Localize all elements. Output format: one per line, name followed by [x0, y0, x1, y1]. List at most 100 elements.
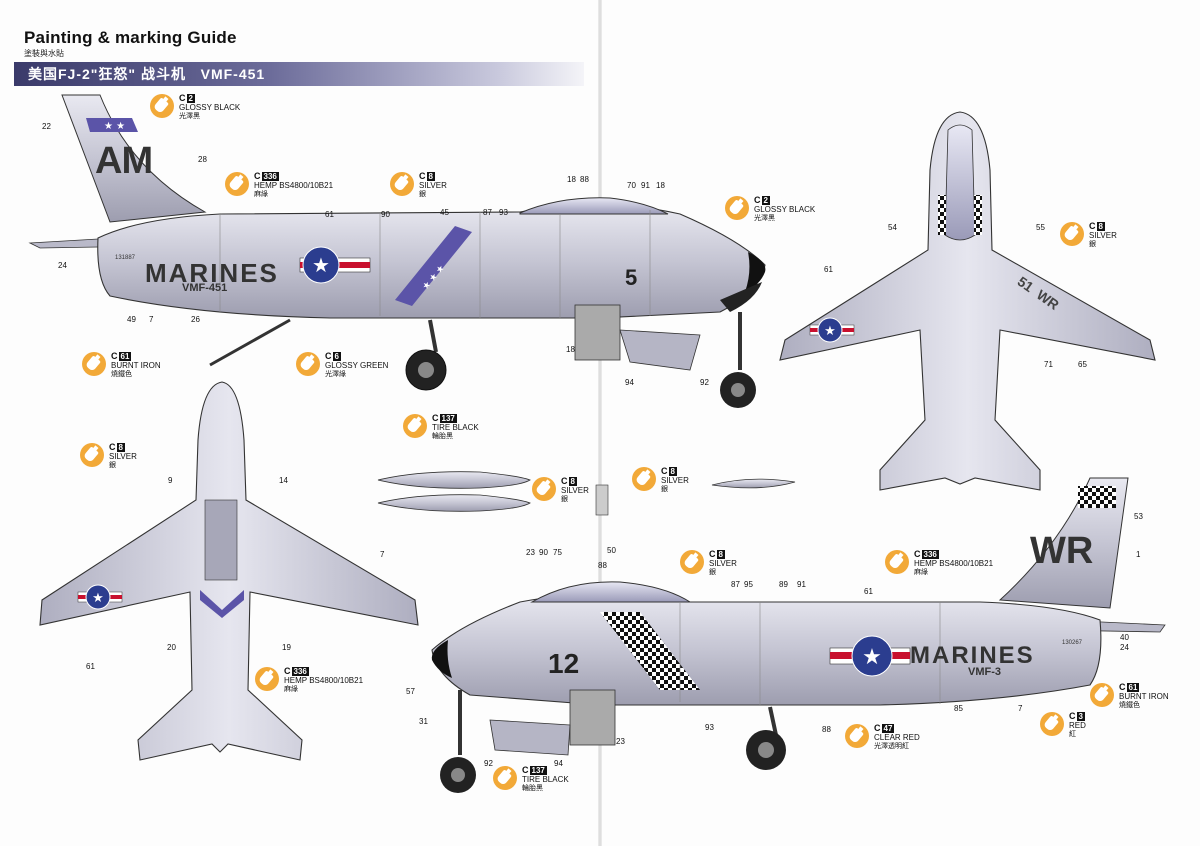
decal-number: 53	[1134, 512, 1143, 521]
decal-number: 65	[1078, 360, 1087, 369]
bottom-chevron	[200, 590, 244, 618]
decal-number: 49	[127, 315, 136, 324]
paint-brush-icon	[493, 766, 517, 790]
decal-number: 88	[598, 561, 607, 570]
decal-number: 91	[641, 181, 650, 190]
tail-checker	[1078, 486, 1116, 508]
title-band	[14, 62, 584, 86]
fuselage-marines-bottom: MARINES	[910, 642, 1035, 669]
paint-brush-icon	[296, 352, 320, 376]
serial-bottom: 130267	[1062, 640, 1083, 646]
decal-number: 61	[325, 210, 334, 219]
decal-number: 92	[700, 378, 709, 387]
top-view: ★	[779, 111, 1156, 491]
decal-number: 57	[406, 687, 415, 696]
nose-number-bottom: 12	[548, 648, 580, 679]
decal-number: 94	[554, 759, 563, 768]
decal-number: 55	[1036, 223, 1045, 232]
squadron-top: VMF-451	[182, 282, 228, 294]
paint-brush-icon	[150, 94, 174, 118]
decal-number: 88	[822, 725, 831, 734]
decal-number: 93	[499, 208, 508, 217]
paint-brush-icon	[632, 467, 656, 491]
svg-text:★: ★	[92, 591, 104, 606]
paint-brush-icon	[80, 443, 104, 467]
top-view-airframe	[779, 111, 1156, 491]
page-title: Painting & marking Guide	[24, 28, 237, 47]
decal-number: 87	[483, 208, 492, 217]
squadron-bottom: VMF-3	[968, 666, 1001, 678]
paint-brush-icon	[255, 667, 279, 691]
svg-text:★: ★	[312, 253, 330, 277]
decal-number: 9	[168, 476, 173, 485]
gear-door	[574, 304, 621, 361]
bottom-insignia: ★	[77, 584, 123, 610]
decal-number: 18	[567, 175, 576, 184]
decal-number: 14	[279, 476, 288, 485]
paint-brush-icon	[725, 196, 749, 220]
svg-text:★: ★	[862, 645, 882, 670]
decal-number: 1	[1136, 550, 1141, 559]
page-subtitle: 塗裝與水貼	[24, 49, 64, 58]
decal-number: 50	[607, 546, 616, 555]
decal-number: 91	[797, 580, 806, 589]
decal-number: 88	[580, 175, 589, 184]
decal-number: 89	[779, 580, 788, 589]
decal-number: 24	[58, 261, 67, 270]
decal-number: 18	[566, 345, 575, 354]
decal-number: 95	[744, 580, 753, 589]
paint-brush-icon	[680, 550, 704, 574]
canopy	[519, 197, 669, 215]
decal-number: 31	[419, 717, 428, 726]
decal-number: 23	[616, 737, 625, 746]
aircraft-title: 美国FJ-2"狂怒" 战斗机 VMF-451	[28, 66, 266, 82]
serial-top: 131887	[115, 255, 136, 261]
side-view-bottom: ★	[431, 477, 1166, 793]
paint-brush-icon	[845, 724, 869, 748]
decal-number: 7	[1018, 704, 1023, 713]
nose-radome	[745, 252, 766, 292]
decal-number: 90	[539, 548, 548, 557]
intake	[720, 282, 762, 312]
decal-number: 20	[167, 643, 176, 652]
paint-brush-icon	[403, 414, 427, 438]
decal-number: 61	[86, 662, 95, 671]
decal-number: 61	[824, 265, 833, 274]
tail-code-bottom: WR	[1030, 530, 1094, 572]
national-insignia: ★	[299, 246, 371, 284]
decal-number: 93	[705, 723, 714, 732]
decal-number: 61	[864, 587, 873, 596]
paint-brush-icon	[82, 352, 106, 376]
paint-brush-icon	[885, 550, 909, 574]
national-insignia-2: ★	[829, 635, 911, 677]
bottom-view: ★	[39, 381, 419, 761]
decal-number: 7	[149, 315, 154, 324]
decal-number: 19	[282, 643, 291, 652]
decal-number: 24	[1120, 643, 1129, 652]
decal-number: 54	[888, 223, 897, 232]
svg-text:★: ★	[824, 324, 836, 339]
decal-number: 70	[627, 181, 636, 190]
decal-number: 92	[484, 759, 493, 768]
decal-number: 28	[198, 155, 207, 164]
paint-brush-icon	[1060, 222, 1084, 246]
decal-number: 40	[1120, 633, 1129, 642]
top-insignia: ★	[809, 317, 855, 343]
